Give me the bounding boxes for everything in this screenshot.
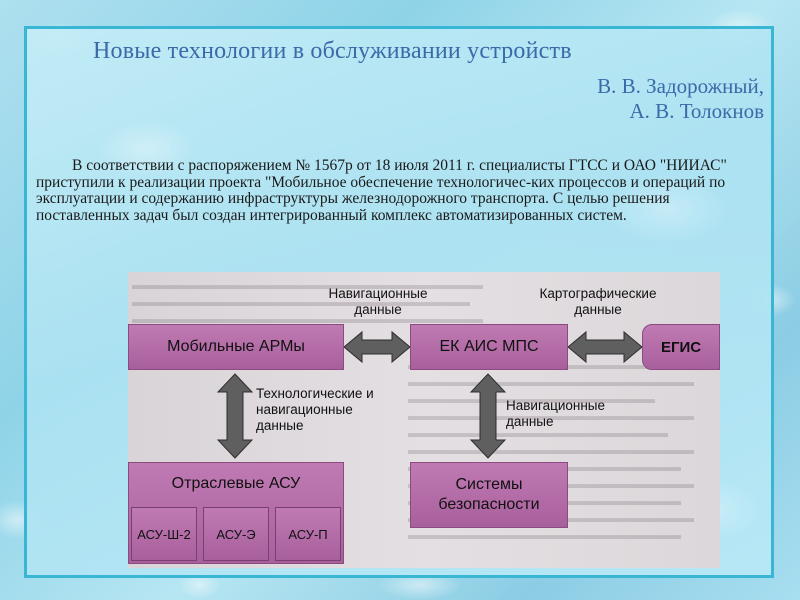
- architecture-diagram: ▬▬▬▬▬▬▬▬▬▬▬▬▬▬▬▬▬▬▬▬▬▬▬▬▬▬▬ ▬▬▬▬▬▬▬▬▬▬▬▬…: [128, 272, 720, 568]
- slide-title: Новые технологии в обслуживании устройст…: [93, 38, 572, 64]
- node-asu-p: АСУ-П: [275, 507, 341, 561]
- arrow-mobile-ek: [343, 330, 411, 364]
- node-branch-asu: Отраслевые АСУ АСУ-Ш-2 АСУ-Э АСУ-П: [128, 462, 344, 564]
- node-branch-asu-label: Отраслевые АСУ: [171, 475, 301, 492]
- subsystem-row: АСУ-Ш-2 АСУ-Э АСУ-П: [131, 507, 341, 561]
- edge-label-ek-security: Навигационные данные: [506, 398, 606, 429]
- node-ek-ais-mps: ЕК АИС МПС: [410, 324, 568, 370]
- node-mobile-arm: Мобильные АРМы: [128, 324, 344, 370]
- node-egis: ЕГИС: [642, 324, 720, 370]
- node-security-systems: Системы безопасности: [410, 462, 568, 528]
- intro-paragraph: В соответствии с распоряжением № 1567р о…: [36, 157, 727, 224]
- scan-texture-left: ▬▬▬▬▬▬▬▬▬▬▬▬▬▬▬▬▬▬▬▬▬▬▬▬▬▬▬ ▬▬▬▬▬▬▬▬▬▬▬▬…: [132, 277, 483, 326]
- arrow-ek-egis: [567, 330, 643, 364]
- author-line-1: В. В. Задорожный,: [597, 74, 764, 98]
- author-line-2: А. В. Толокнов: [629, 99, 764, 123]
- diagram-arrows: [216, 330, 643, 459]
- edge-label-mobile-ek: Навигационные данные: [328, 286, 428, 317]
- edge-label-mobile-asu: Технологические и навигационные данные: [256, 386, 374, 433]
- edge-label-ek-egis: Картографические данные: [539, 286, 657, 317]
- node-asu-sh2: АСУ-Ш-2: [131, 507, 197, 561]
- arrow-mobile-asu: [216, 373, 254, 459]
- arrow-ek-security: [469, 373, 507, 459]
- node-asu-e: АСУ-Э: [203, 507, 269, 561]
